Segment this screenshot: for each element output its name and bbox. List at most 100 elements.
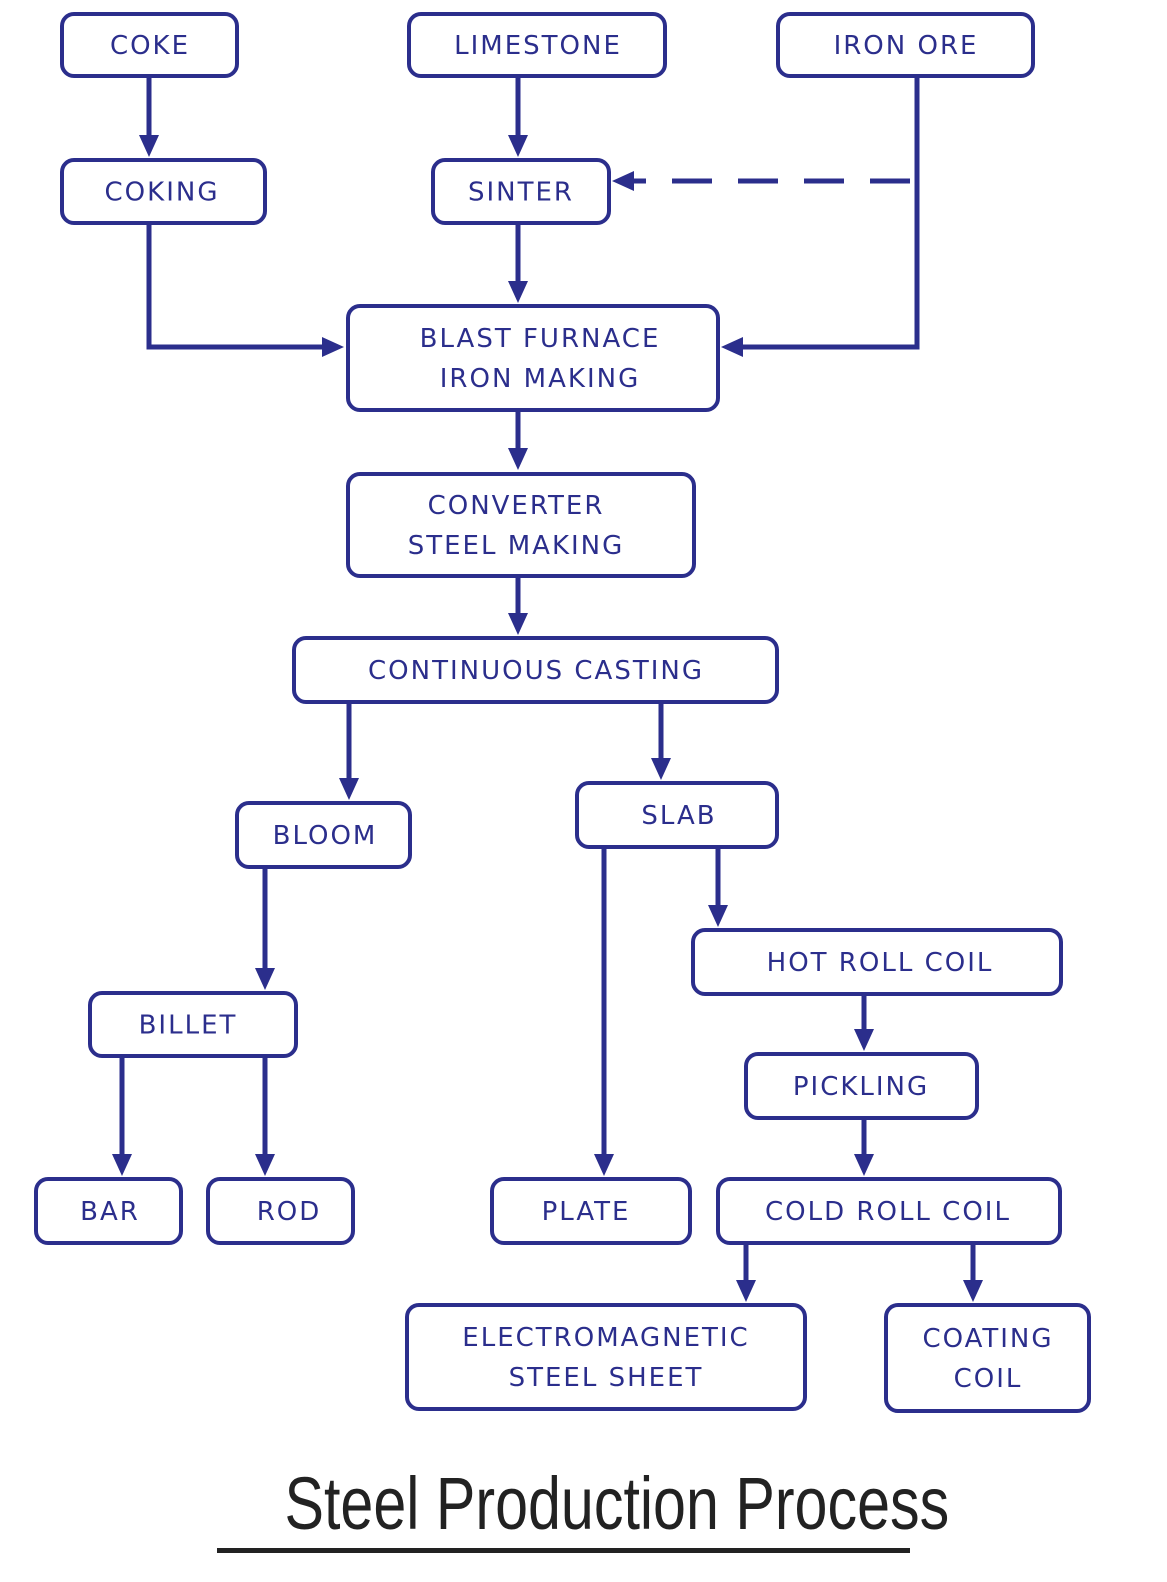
edge-bloom-to-billet	[255, 869, 275, 990]
arrowhead	[139, 135, 159, 157]
node-label: IRON MAKING	[440, 364, 640, 394]
node-sinter: SINTER	[431, 158, 611, 225]
node-box	[744, 1052, 979, 1120]
edge-continuous-casting-to-slab	[651, 704, 671, 780]
node-label: ELECTROMAGNETIC	[462, 1323, 749, 1353]
arrowhead	[612, 171, 634, 191]
node-box	[575, 781, 779, 849]
node-box	[407, 12, 667, 78]
edge-iron-ore-to-blast-furnace	[721, 78, 920, 357]
edge-pickling-to-cold-roll-coil	[854, 1120, 874, 1176]
node-label: STEEL MAKING	[408, 531, 625, 561]
node-box	[346, 304, 720, 412]
arrowhead	[854, 1154, 874, 1176]
node-hot-roll-coil: HOT ROLL COIL	[691, 928, 1063, 996]
arrowhead	[854, 1029, 874, 1051]
node-label: BLAST FURNACE	[420, 324, 661, 354]
edge-limestone-to-sinter	[508, 78, 528, 157]
node-box	[716, 1177, 1062, 1245]
node-label: LIMESTONE	[454, 31, 622, 61]
arrowhead	[508, 613, 528, 635]
node-box	[346, 472, 696, 578]
node-coking: COKING	[60, 158, 267, 225]
diagram-caption: Steel Production Process	[284, 1462, 950, 1545]
arrowhead	[322, 337, 344, 357]
edge-billet-to-bar	[112, 1058, 132, 1176]
node-box	[235, 801, 412, 869]
nodes-layer: COKE LIMESTONE IRON ORE COKING SINTER BLAST F…	[34, 12, 1091, 1413]
edge-hot-roll-coil-to-pickling	[854, 996, 874, 1051]
node-box	[34, 1177, 183, 1245]
edge-line	[739, 78, 920, 350]
node-label: PLATE	[542, 1197, 631, 1227]
node-box	[206, 1177, 355, 1245]
arrowhead	[963, 1280, 983, 1302]
edge-coke-to-coking	[139, 78, 159, 157]
node-box	[292, 636, 779, 704]
node-rod: ROD	[206, 1177, 355, 1245]
edge-cold-roll-coil-to-coating-coil	[963, 1245, 983, 1302]
node-label: COKING	[105, 178, 220, 208]
node-continuous-casting: CONTINUOUS CASTING	[292, 636, 779, 704]
node-label: COIL	[954, 1364, 1023, 1394]
node-label: COKE	[110, 31, 190, 61]
node-electromagnetic-steel-sheet: ELECTROMAGNETIC STEEL SHEET	[405, 1303, 807, 1411]
arrowhead	[651, 758, 671, 780]
arrowhead	[339, 778, 359, 800]
node-label: PICKLING	[793, 1072, 929, 1102]
arrowhead	[255, 968, 275, 990]
node-box	[884, 1303, 1091, 1413]
node-label: SINTER	[468, 178, 574, 208]
node-box	[431, 158, 611, 225]
node-box	[405, 1303, 807, 1411]
edge-sinter-to-blast-furnace	[508, 225, 528, 303]
edge-line	[146, 225, 326, 350]
node-billet: BILLET	[88, 991, 298, 1058]
node-bar: BAR	[34, 1177, 183, 1245]
node-coke: COKE	[60, 12, 239, 78]
arrowhead	[255, 1154, 275, 1176]
node-box	[60, 158, 267, 225]
node-bloom: BLOOM	[235, 801, 412, 869]
node-box	[88, 991, 298, 1058]
caption-underline	[217, 1548, 910, 1553]
node-label: STEEL SHEET	[509, 1363, 704, 1393]
node-pickling: PICKLING	[744, 1052, 979, 1120]
edge-cold-roll-coil-to-electromagnetic-steel-sheet	[736, 1245, 756, 1302]
node-coating-coil: COATING COIL	[884, 1303, 1091, 1413]
edge-continuous-casting-to-bloom	[339, 704, 359, 800]
edge-billet-to-rod	[255, 1058, 275, 1176]
arrowhead	[708, 905, 728, 927]
arrowhead	[508, 135, 528, 157]
node-box	[691, 928, 1063, 996]
node-label: ROD	[257, 1197, 322, 1227]
edge-slab-to-plate	[594, 849, 614, 1176]
node-label: CONTINUOUS CASTING	[368, 656, 704, 686]
edges-layer	[112, 78, 983, 1302]
node-box	[776, 12, 1035, 78]
arrowhead	[736, 1280, 756, 1302]
edge-converter-to-continuous-casting	[508, 578, 528, 635]
edge-iron-ore-to-sinter	[612, 171, 910, 191]
node-label: COATING	[922, 1324, 1053, 1354]
arrowhead	[508, 281, 528, 303]
node-blast-furnace: BLAST FURNACE IRON MAKING	[346, 304, 720, 412]
node-iron-ore: IRON ORE	[776, 12, 1035, 78]
arrowhead	[594, 1154, 614, 1176]
edge-coking-to-blast-furnace	[146, 225, 344, 357]
edge-slab-to-hot-roll-coil	[708, 849, 728, 927]
edge-blast-furnace-to-converter	[508, 412, 528, 470]
node-plate: PLATE	[490, 1177, 692, 1245]
node-label: COLD ROLL COIL	[765, 1197, 1011, 1227]
node-box	[490, 1177, 692, 1245]
node-label: IRON ORE	[834, 31, 979, 61]
node-label: BLOOM	[273, 821, 378, 851]
node-box	[60, 12, 239, 78]
node-label: HOT ROLL COIL	[767, 948, 994, 978]
node-limestone: LIMESTONE	[407, 12, 667, 78]
arrowhead	[508, 448, 528, 470]
arrowhead	[112, 1154, 132, 1176]
node-label: BAR	[80, 1197, 140, 1227]
